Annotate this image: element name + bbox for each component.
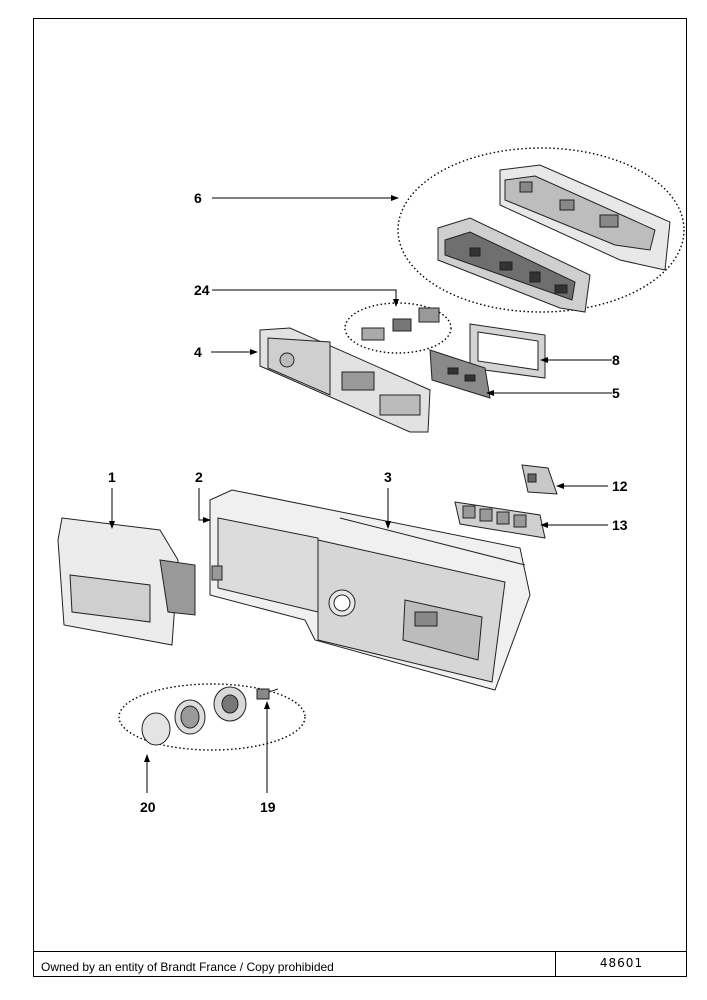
part-12-switch-module xyxy=(521,464,558,495)
part-13-button-strip xyxy=(454,501,546,539)
callout-1: 1 xyxy=(108,469,116,485)
callout-6: 6 xyxy=(194,190,202,206)
part-2-3-front-panel xyxy=(209,489,531,691)
callout-4: 4 xyxy=(194,344,202,360)
part-24-button-set xyxy=(361,307,440,341)
part-6-control-board-assembly xyxy=(437,164,671,313)
leader-line-2 xyxy=(198,488,211,523)
document-number: 48601 xyxy=(599,956,644,970)
part-1-drawer-handle xyxy=(57,517,196,646)
callout-12: 12 xyxy=(612,478,628,494)
drawing-frame xyxy=(33,18,687,977)
part-19-knob-shaft xyxy=(256,688,279,700)
callout-5: 5 xyxy=(612,385,620,401)
callout-20: 20 xyxy=(140,799,156,815)
callout-2: 2 xyxy=(195,469,203,485)
callout-8: 8 xyxy=(612,352,620,368)
footer-separator xyxy=(555,951,556,977)
footer-divider xyxy=(33,951,687,952)
callout-3: 3 xyxy=(384,469,392,485)
part-20-knob-assembly xyxy=(141,686,247,746)
part-8-display-window xyxy=(469,323,546,379)
callout-19: 19 xyxy=(260,799,276,815)
copyright-notice: Owned by an entity of Brandt France / Co… xyxy=(41,960,334,974)
callout-24: 24 xyxy=(194,282,210,298)
leader-line-24 xyxy=(212,289,399,307)
part-5-display-board xyxy=(429,349,491,399)
part-4-control-panel-frame xyxy=(259,327,431,433)
group-outline-part-20 xyxy=(118,683,306,751)
group-outline-part-6 xyxy=(397,147,685,313)
callout-13: 13 xyxy=(612,517,628,533)
